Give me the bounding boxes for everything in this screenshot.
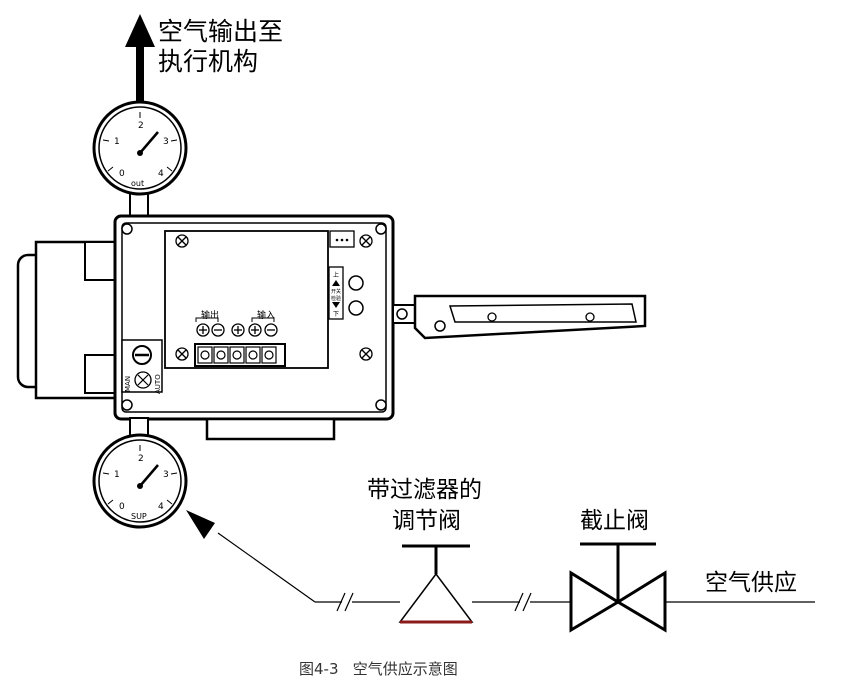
span-label: 检验 — [331, 295, 341, 302]
supply-gauge-tick-1: 1 — [114, 470, 120, 480]
sup-gauge-label: SUP — [131, 512, 147, 521]
supply-gauge-needle — [139, 464, 159, 487]
auto-label: AUTO — [154, 374, 162, 394]
output-terminal-label: 输出 — [201, 309, 219, 321]
up-label: 上 — [333, 271, 339, 279]
man-auto-switch — [121, 339, 163, 393]
supply-gauge-tick-4: 4 — [158, 502, 164, 512]
out-gauge-label: out — [131, 179, 144, 188]
gauge-tick-1: 1 — [114, 137, 120, 147]
gauge-tick-0: 0 — [119, 169, 125, 179]
supply-gauge-tick-3: 3 — [163, 470, 169, 480]
feedback-lever — [392, 294, 647, 340]
positioner-housing — [16, 214, 395, 441]
supply-pressure-gauge: 0 1 2 3 4 SUP — [92, 417, 188, 529]
gauge-tick-4: 4 — [158, 169, 164, 179]
figure-caption: 图4-3 空气供应示意图 — [299, 660, 458, 678]
output-pressure-gauge: 0 1 2 3 4 out — [92, 100, 188, 219]
zero-label: 开关 — [331, 288, 341, 295]
output-arrow — [125, 14, 155, 105]
filter-regulator-label-line1: 带过滤器的 — [367, 477, 482, 503]
down-label: 下 — [333, 311, 339, 318]
filter-regulator-symbol — [398, 544, 474, 624]
gauge-tick-3: 3 — [163, 137, 169, 147]
gauge-needle — [139, 131, 159, 154]
gauge-tick-2: 2 — [138, 121, 144, 131]
up-arrow-icon — [332, 280, 340, 286]
man-label: MAN — [124, 376, 132, 392]
output-label-line1: 空气输出至 — [158, 17, 283, 46]
filter-regulator-label-line2: 调节阀 — [392, 508, 461, 534]
down-arrow-icon — [332, 302, 340, 308]
input-terminal-label: 输入 — [257, 309, 275, 321]
supply-arrowhead — [186, 510, 215, 539]
stop-valve-label: 截止阀 — [580, 508, 649, 534]
terminal-block: 输出 输入 — [194, 309, 286, 367]
supply-pipe — [217, 532, 815, 612]
air-supply-label: 空气供应 — [705, 570, 797, 596]
output-label-line2: 执行机构 — [158, 47, 258, 76]
supply-gauge-tick-2: 2 — [138, 454, 144, 464]
stop-valve-symbol — [569, 542, 667, 633]
supply-gauge-tick-0: 0 — [119, 502, 125, 512]
